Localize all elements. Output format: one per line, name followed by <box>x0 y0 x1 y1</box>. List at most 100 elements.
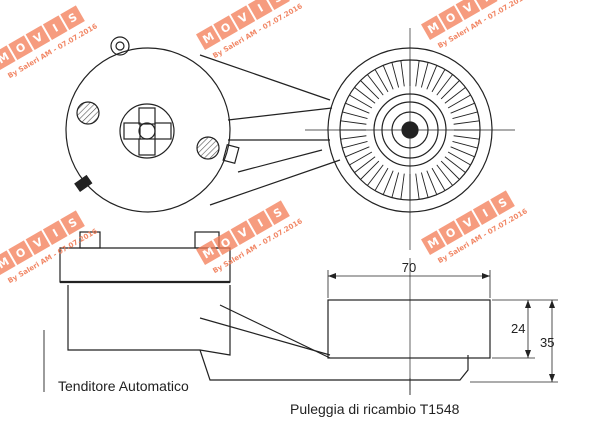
arm-upper-edge <box>199 54 331 101</box>
watermark-tile <box>247 210 273 235</box>
watermark-tile <box>230 220 256 245</box>
central-hub-inner <box>138 122 156 140</box>
watermark-letter: I <box>480 206 490 219</box>
dimension-70-label: 70 <box>402 260 416 275</box>
side-arm-line-2 <box>219 304 331 359</box>
pulley-tooth <box>354 87 376 104</box>
pulley-tooth <box>447 151 471 166</box>
pulley-tooth <box>415 173 420 200</box>
pulley-tooth <box>345 102 370 114</box>
locking-tab <box>74 174 93 192</box>
watermark-tile <box>0 250 16 275</box>
pulley-tooth <box>453 120 480 125</box>
hub-slot-right <box>154 122 172 140</box>
arrow-24-top <box>525 300 531 308</box>
watermark-tile <box>25 25 51 50</box>
pulley-tooth <box>382 170 394 195</box>
watermark-tile <box>265 0 290 11</box>
watermark-tile <box>455 210 481 235</box>
pulley-tooth <box>340 135 367 140</box>
pulley-tooth <box>391 62 400 88</box>
tensioner-caption: Tenditore Automatico <box>58 378 189 394</box>
pulley-tooth <box>436 74 453 96</box>
watermark-tile <box>196 25 221 50</box>
pulley-tooth <box>447 94 471 109</box>
pulley-side-body <box>327 299 491 359</box>
tensioner-top-view <box>65 36 341 213</box>
central-hub-outer <box>119 103 175 159</box>
watermark-letter: M <box>0 255 12 272</box>
pulley-tooth <box>436 164 453 186</box>
pulley-tooth <box>444 156 466 173</box>
pulley-tooth <box>391 172 400 198</box>
pulley-tooth <box>452 111 478 120</box>
pulley-tooth <box>349 94 373 109</box>
side-housing-body <box>67 285 231 356</box>
watermark-tile <box>60 210 85 235</box>
watermark-tile <box>42 15 68 41</box>
dimensions <box>327 270 558 383</box>
arrow-70-right <box>482 273 490 279</box>
watermark-tile <box>247 0 273 21</box>
watermark-letter: M <box>0 50 12 67</box>
pulley-tooth <box>453 135 480 140</box>
watermark-tile <box>490 190 515 215</box>
arrow-35-bottom <box>549 374 555 382</box>
pulley-tooth <box>415 60 420 87</box>
watermark-tile <box>265 200 290 225</box>
pulley-tooth <box>431 167 446 191</box>
bolt-hole-left <box>76 101 100 125</box>
tensioner-side-view <box>43 231 469 392</box>
arm-rib <box>237 149 323 173</box>
pulley-tooth <box>367 164 384 186</box>
pulley-tooth <box>374 167 389 191</box>
arm-stop-block <box>222 143 240 165</box>
pulley-tooth <box>382 65 394 90</box>
pulley-tooth <box>360 80 380 100</box>
watermark-tile <box>438 5 463 30</box>
pulley-tooth <box>360 160 380 180</box>
hub-slot-top <box>138 107 156 125</box>
pulley-tooth <box>400 173 405 200</box>
watermark-tile <box>196 240 221 265</box>
pulley-tooth <box>444 87 466 104</box>
watermark-letter: I <box>50 21 60 34</box>
arm-lower-edge <box>209 159 341 206</box>
pulley-tooth <box>349 151 373 166</box>
pulley-tooth <box>431 69 446 93</box>
mounting-lug-hole <box>115 41 125 51</box>
watermark-tile <box>455 0 481 20</box>
watermark-tile <box>213 15 238 40</box>
pulley-tooth <box>367 74 384 96</box>
watermark-tile <box>8 240 33 265</box>
arm-inner-edge-top <box>227 107 333 121</box>
dimension-35-label: 35 <box>540 335 554 350</box>
pulley-tooth <box>420 172 429 198</box>
pulley-tooth <box>426 65 438 90</box>
pulley-tooth <box>450 102 475 114</box>
side-arm-line-1 <box>199 317 331 356</box>
pulley-top-view <box>305 28 515 250</box>
watermark-letter: I <box>255 1 265 14</box>
watermark-tile <box>0 45 16 70</box>
watermark-tile <box>25 230 51 255</box>
side-base-plate <box>199 349 469 381</box>
watermark-tile <box>42 220 68 245</box>
mounting-lug <box>110 36 130 56</box>
watermark-tile <box>438 220 463 245</box>
pulley-tooth <box>374 69 389 93</box>
pulley-tooth <box>450 146 475 158</box>
arrow-24-bottom <box>525 350 531 358</box>
watermark-tile <box>421 15 446 40</box>
hub-slot-bottom <box>138 138 156 156</box>
pulley-tooth <box>400 60 405 87</box>
bolt-hole-right <box>196 136 220 160</box>
watermark-tile <box>60 5 85 31</box>
watermark-tile <box>230 5 256 30</box>
